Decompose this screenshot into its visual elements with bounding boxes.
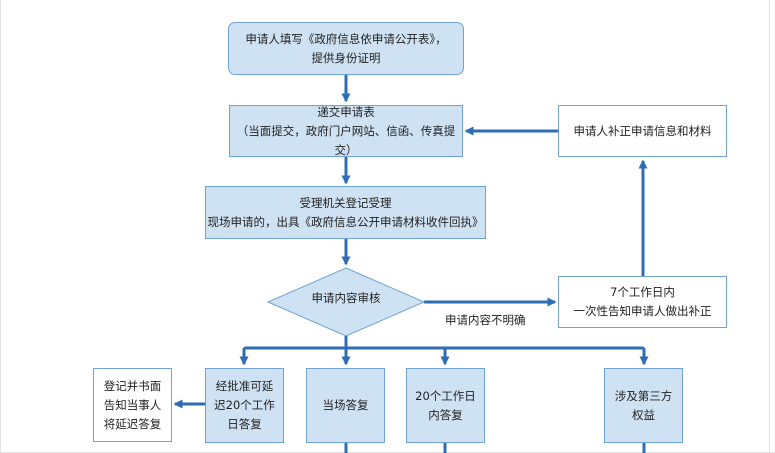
node-notify: 7个工作日内 一次性告知申请人做出补正 — [558, 276, 727, 328]
node-apply: 申请人填写《政府信息依申请公开表》， 提供身份证明 — [228, 22, 464, 75]
node-approved-delay-line-1: 经批准可延 — [215, 379, 274, 393]
node-apply-line-2: 提供身份证明 — [311, 50, 381, 65]
node-third-party-line-1: 涉及第三方 — [614, 388, 673, 403]
node-submit-line-2: （当面提交，政府门户网站、信函、传真提交） — [236, 123, 456, 157]
node-notify-delay-line-3: 将延迟答复 — [103, 416, 162, 431]
node-submit: 递交申请表 （当面提交，政府门户网站、信函、传真提交） — [229, 105, 463, 157]
node-twenty-days-line-2: 内答复 — [428, 407, 463, 422]
node-twenty-days: 20个工作日 内答复 — [406, 368, 485, 443]
node-apply-line-1: 申请人填写《政府信息依申请公开表》， — [245, 31, 447, 46]
node-third-party: 涉及第三方 权益 — [604, 368, 683, 443]
frame-right-border — [769, 0, 770, 453]
node-notify-delay-line-2: 告知当事人 — [103, 397, 162, 412]
node-onsite: 当场答复 — [306, 368, 385, 443]
frame-left-border — [0, 0, 1, 453]
node-notify-delay-line-1: 登记并书面 — [103, 378, 162, 393]
review-diamond — [266, 267, 426, 337]
node-third-party-line-2: 权益 — [632, 407, 655, 422]
node-notify-line-1: 7个工作日内 — [610, 285, 675, 299]
node-notify-line-2: 一次性告知申请人做出补正 — [573, 304, 712, 318]
node-approved-delay-line-3: 日答复 — [227, 417, 262, 431]
node-register: 受理机关登记受理 现场申请的，出具《政府信息公开申请材料收件回执》 — [205, 186, 486, 239]
node-register-line-1: 受理机关登记受理 — [299, 195, 392, 210]
node-submit-line-1: 递交申请表 — [317, 104, 375, 119]
node-approved-delay-line-2: 迟20个工作 — [214, 398, 275, 412]
edge-label-unclear: 申请内容不明确 — [445, 313, 526, 327]
node-twenty-days-line-1: 20个工作日 — [415, 388, 476, 403]
node-approved-delay: 经批准可延 迟20个工作 日答复 — [205, 368, 284, 443]
node-review-label: 申请内容审核 — [311, 291, 381, 305]
node-onsite-label: 当场答复 — [322, 398, 369, 412]
node-supplement-label: 申请人补正申请信息和材料 — [573, 123, 712, 138]
node-register-line-2: 现场申请的，出具《政府信息公开申请材料收件回执》 — [207, 214, 484, 229]
node-supplement: 申请人补正申请信息和材料 — [558, 105, 727, 157]
node-notify-delay: 登记并书面 告知当事人 将延迟答复 — [93, 368, 172, 442]
